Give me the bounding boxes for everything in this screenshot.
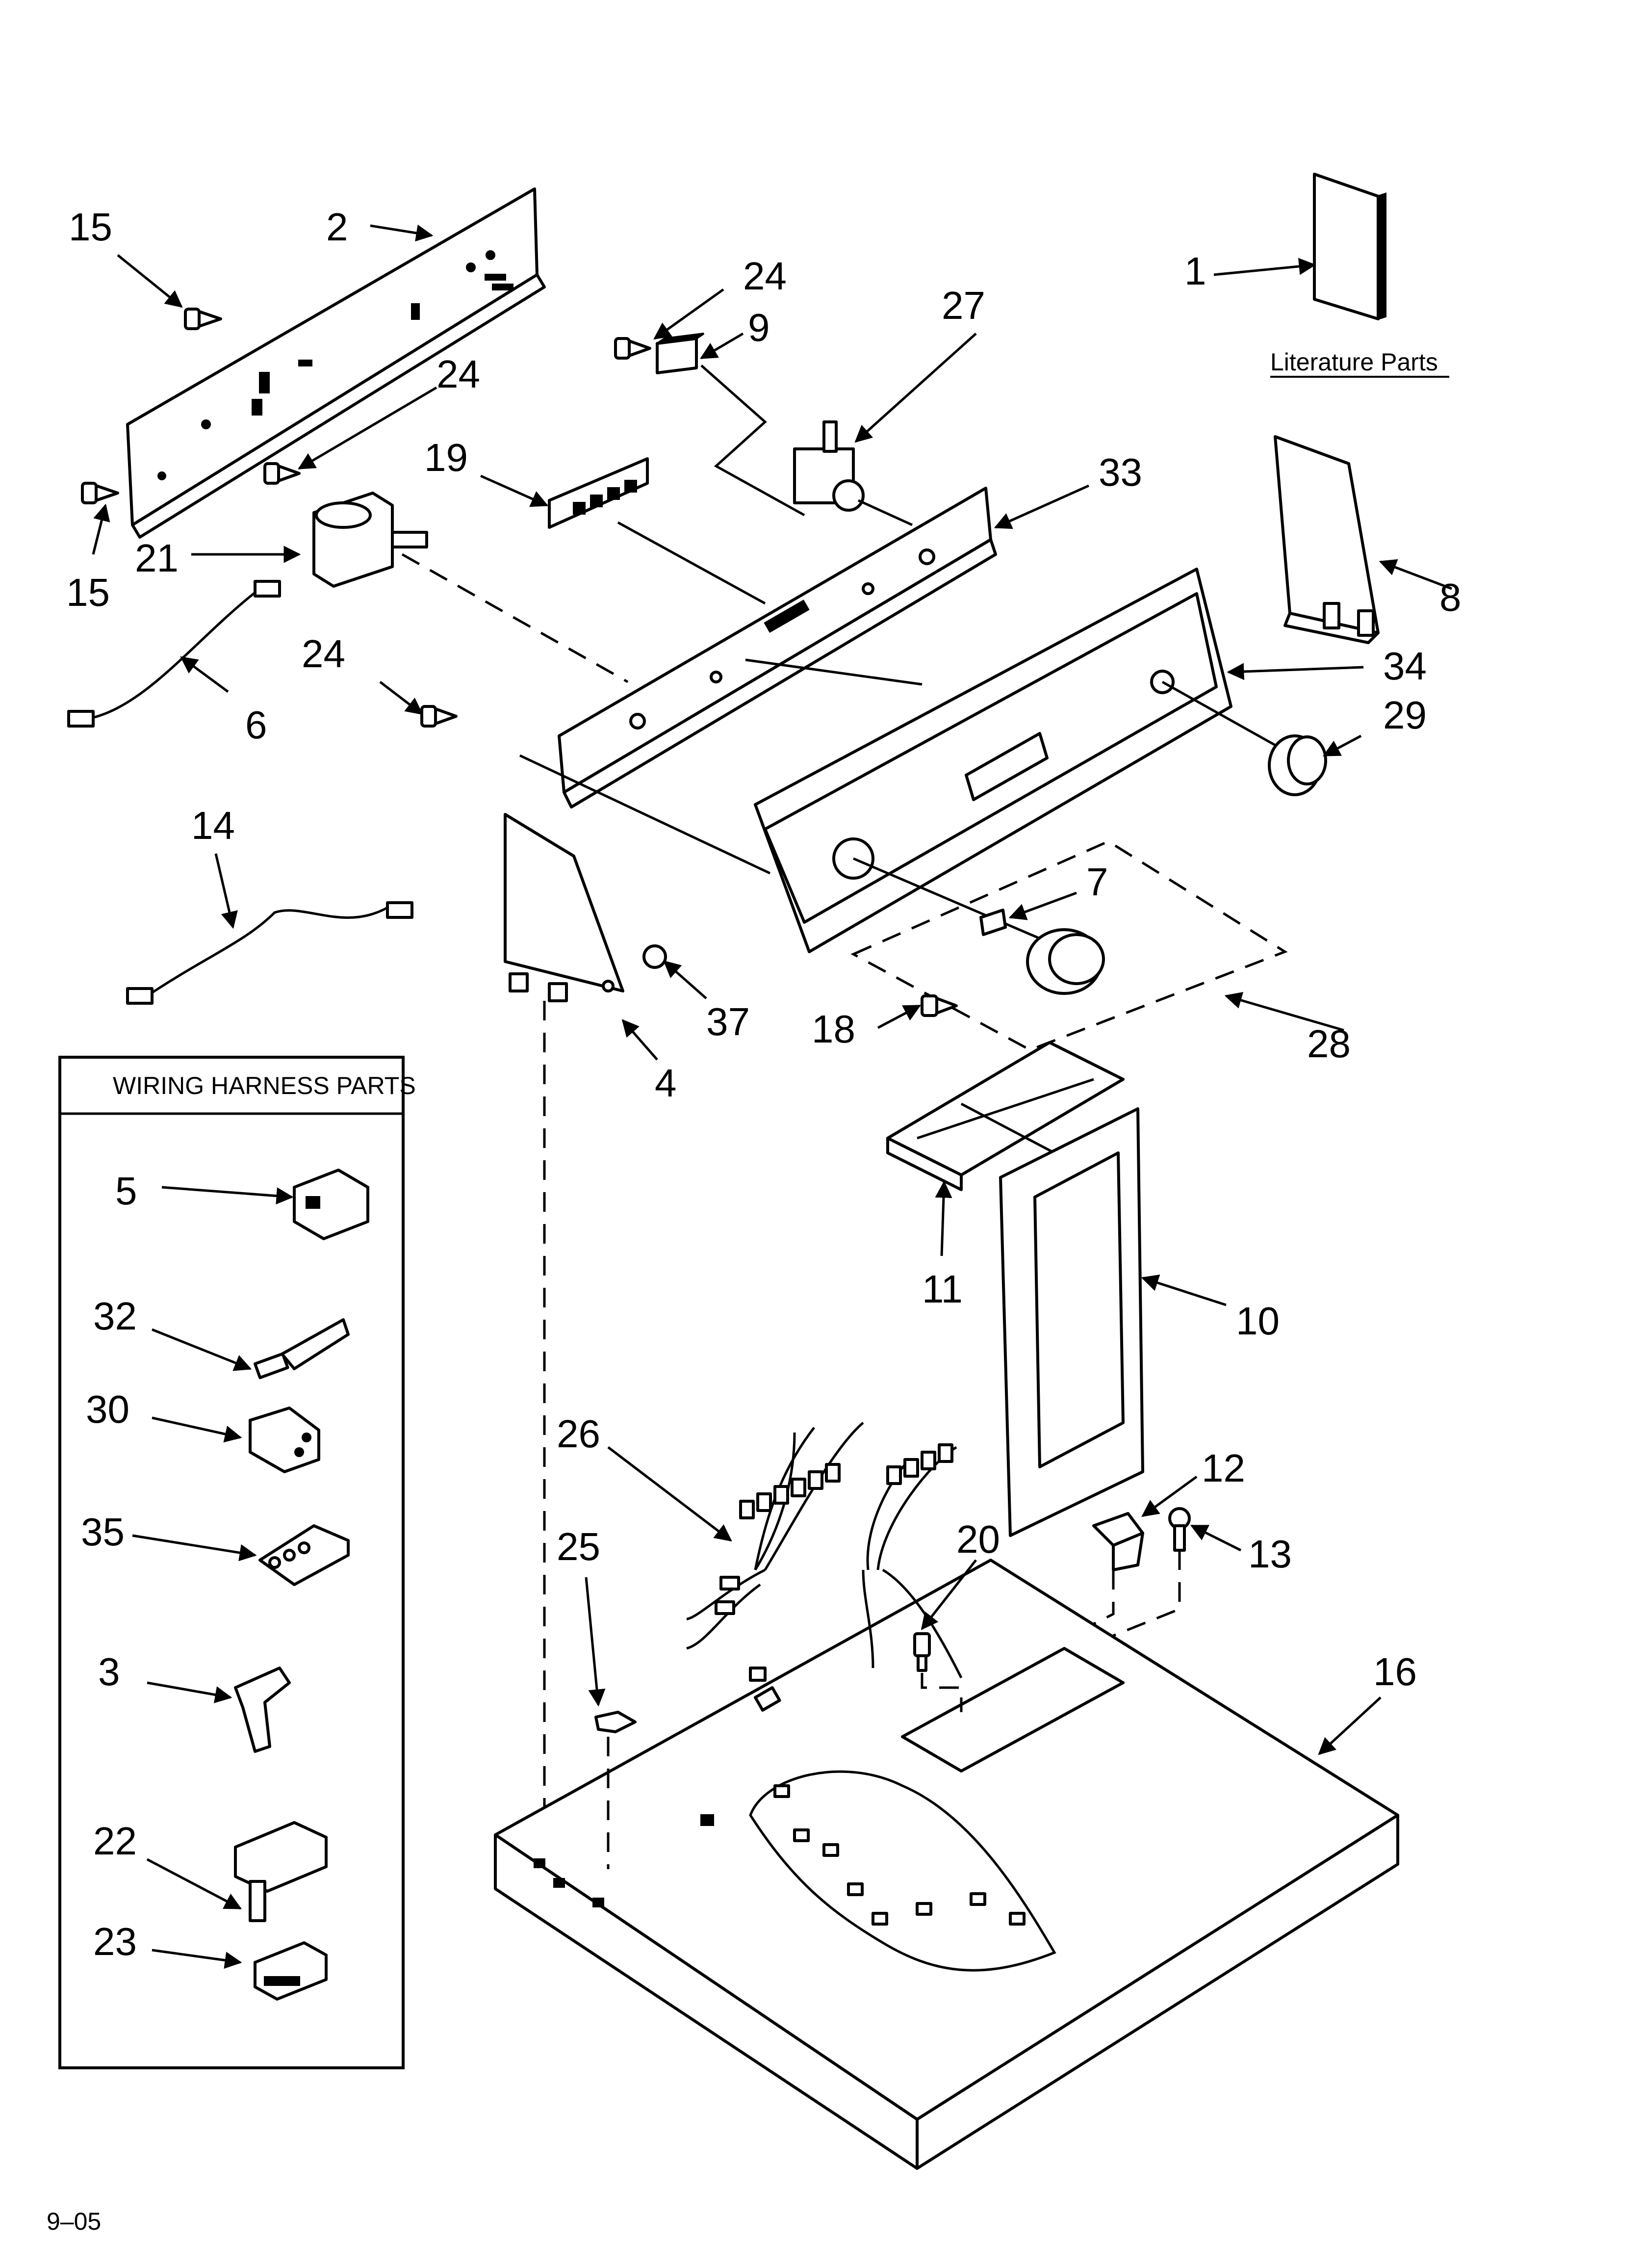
callout-3: 3: [98, 1650, 120, 1694]
wiring-harness-parts-box: [58, 1056, 405, 2069]
part-3-clip: [234, 1667, 291, 1753]
callout-8: 8: [1439, 575, 1462, 619]
callout-16: 16: [1373, 1650, 1417, 1694]
callout-leaders: [92, 224, 1452, 1969]
callout-28: 28: [1307, 1022, 1351, 1066]
part-7-clip: [979, 909, 1007, 936]
wire-14-terminal-a: [126, 987, 154, 1005]
callout-26: 26: [557, 1412, 600, 1456]
screw-24-a: [614, 337, 651, 360]
wire-6-terminal-a: [67, 710, 95, 728]
wire-6-terminal-b: [254, 580, 281, 598]
screw-24-b: [263, 462, 301, 485]
callout-5: 5: [115, 1169, 137, 1213]
callout-4: 4: [655, 1061, 677, 1105]
lead-line-29: [1161, 680, 1286, 752]
part-23-connector: [254, 1941, 328, 2001]
part-4-endcap: [504, 813, 624, 1002]
callout-13: 13: [1248, 1532, 1292, 1576]
screw-24-c: [420, 705, 458, 728]
part-29-knob: [1268, 734, 1327, 796]
literature-parts-title: Literature Parts: [1270, 348, 1438, 376]
part-37-screw: [642, 944, 667, 969]
part-21-timer: [312, 492, 428, 588]
wire-14-terminal-b: [386, 901, 413, 919]
callout-numbers: 15 2 1 24 9 27 24 19 33 21 15 8 34 24 6 …: [66, 205, 1462, 1963]
part-16-top: [494, 1559, 1399, 2170]
part-12-clip: [1092, 1512, 1144, 1571]
callout-24: 24: [302, 632, 345, 676]
part-35-connector: [258, 1524, 350, 1586]
callout-34: 34: [1383, 644, 1427, 688]
lead-line-9: [700, 365, 805, 517]
callout-32: 32: [93, 1294, 137, 1338]
callout-10: 10: [1236, 1299, 1280, 1343]
lead-line-7: [853, 857, 1060, 948]
callout-24: 24: [743, 254, 787, 298]
callout-27: 27: [942, 284, 985, 327]
callout-23: 23: [93, 1920, 137, 1963]
lead-line-19: [617, 521, 766, 605]
lead-line-27: [857, 499, 913, 526]
dashed-line-12: [1044, 1570, 1115, 1650]
screw-15-bottom: [81, 482, 119, 504]
callout-11: 11: [922, 1267, 963, 1311]
wire-part-14: [146, 906, 388, 997]
lead-line-33: [745, 658, 923, 686]
part-34-console-panel: [754, 568, 1232, 953]
part-25-clip: [594, 1711, 637, 1733]
callout-29: 29: [1383, 693, 1427, 737]
callout-18: 18: [812, 1007, 855, 1051]
screw-15-top: [184, 308, 222, 330]
callout-20: 20: [956, 1517, 1000, 1561]
callout-14: 14: [191, 804, 235, 847]
part-30-connector: [249, 1407, 320, 1473]
callout-6: 6: [245, 703, 267, 747]
callout-7: 7: [1086, 860, 1108, 904]
part-13-screw: [1168, 1507, 1191, 1552]
dashed-line-20: [921, 1673, 963, 1712]
control-panel-bracket: [126, 187, 546, 539]
callout-33: 33: [1099, 450, 1142, 494]
footer-code: 9–05: [47, 2208, 101, 2235]
callout-24: 24: [436, 352, 480, 396]
callout-35: 35: [81, 1510, 125, 1554]
callout-1: 1: [1184, 249, 1206, 293]
part-8-bracket: [1274, 435, 1380, 644]
part-18-screw: [921, 994, 958, 1017]
part-33-console-frame: [558, 487, 997, 808]
lead-line-console: [519, 754, 771, 875]
callout-2: 2: [326, 205, 348, 249]
lead-line-21: [401, 553, 629, 683]
part-32-terminal: [253, 1318, 350, 1380]
callout-9: 9: [748, 306, 770, 349]
callout-22: 22: [93, 1819, 137, 1863]
part-5-connector: [293, 1169, 369, 1240]
part-28-knob: [1026, 928, 1105, 995]
part-28-outline: [850, 840, 1288, 1051]
callout-21: 21: [135, 536, 179, 580]
part-22-connector: [234, 1821, 328, 1922]
part-10-lint-housing: [999, 1107, 1144, 1537]
wire-part-6: [88, 588, 261, 720]
callout-15: 15: [66, 571, 110, 614]
callout-30: 30: [86, 1387, 129, 1431]
callout-37: 37: [706, 1000, 750, 1043]
literature-booklet: [1313, 173, 1386, 320]
part-27-valve: [793, 420, 865, 512]
part-11-lint-filter: [886, 1041, 1125, 1191]
part-26-wire-harness: [686, 1422, 1056, 1972]
callout-19: 19: [424, 436, 468, 479]
callout-25: 25: [557, 1525, 600, 1568]
switch-part-9: [656, 333, 705, 374]
callout-12: 12: [1202, 1446, 1245, 1490]
part-19-board: [548, 457, 649, 529]
callout-15: 15: [69, 205, 112, 249]
wiring-harness-title: WIRING HARNESS PARTS: [113, 1072, 416, 1099]
part-20-screw: [913, 1632, 931, 1672]
